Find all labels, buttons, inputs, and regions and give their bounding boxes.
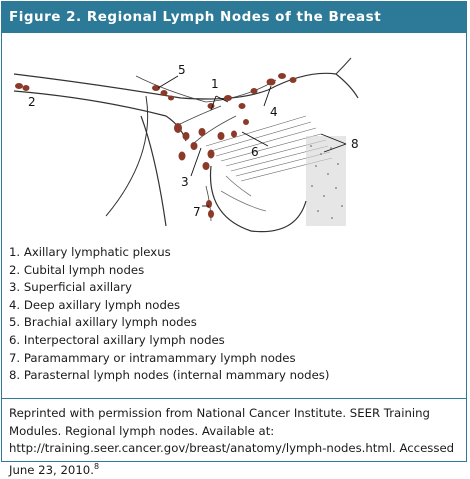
legend-item: 3. Superficial axillary (9, 280, 132, 295)
legend-item: 8. Parasternal lymph nodes (internal mam… (9, 368, 330, 383)
callout-8: 8 (351, 137, 359, 151)
callout-1: 1 (211, 77, 219, 91)
callout-2: 2 (28, 95, 36, 109)
legend-item: 1. Axillary lymphatic plexus (9, 245, 171, 259)
lymph-nodes-illustration: 1 2 3 4 5 6 7 8 (13, 57, 359, 233)
figure-title: Figure 2. Regional Lymph Nodes of the Br… (2, 2, 466, 33)
callout-6: 6 (251, 145, 259, 159)
footnote-ref: 8 (93, 461, 100, 471)
callout-3: 3 (181, 175, 189, 189)
callout-5: 5 (178, 63, 186, 77)
legend-item: 7. Paramammary or intramammary lymph nod… (9, 350, 296, 365)
credit-note: Reprinted with permission from National … (9, 405, 461, 479)
callout-7: 7 (193, 205, 201, 219)
credit-text: Reprinted with permission from National … (9, 406, 455, 477)
divider (2, 398, 466, 399)
callout-4: 4 (270, 105, 278, 119)
legend-item: 4. Deep axillary lymph nodes (9, 297, 181, 312)
legend-item: 5. Brachial axillary lymph nodes (9, 315, 197, 330)
legend-list: 1. Axillary lymphatic plexus 2. Cubital … (9, 244, 329, 385)
legend-item: 2. Cubital lymph nodes (9, 262, 145, 277)
legend-item: 6. Interpectoral axillary lymph nodes (9, 332, 225, 347)
